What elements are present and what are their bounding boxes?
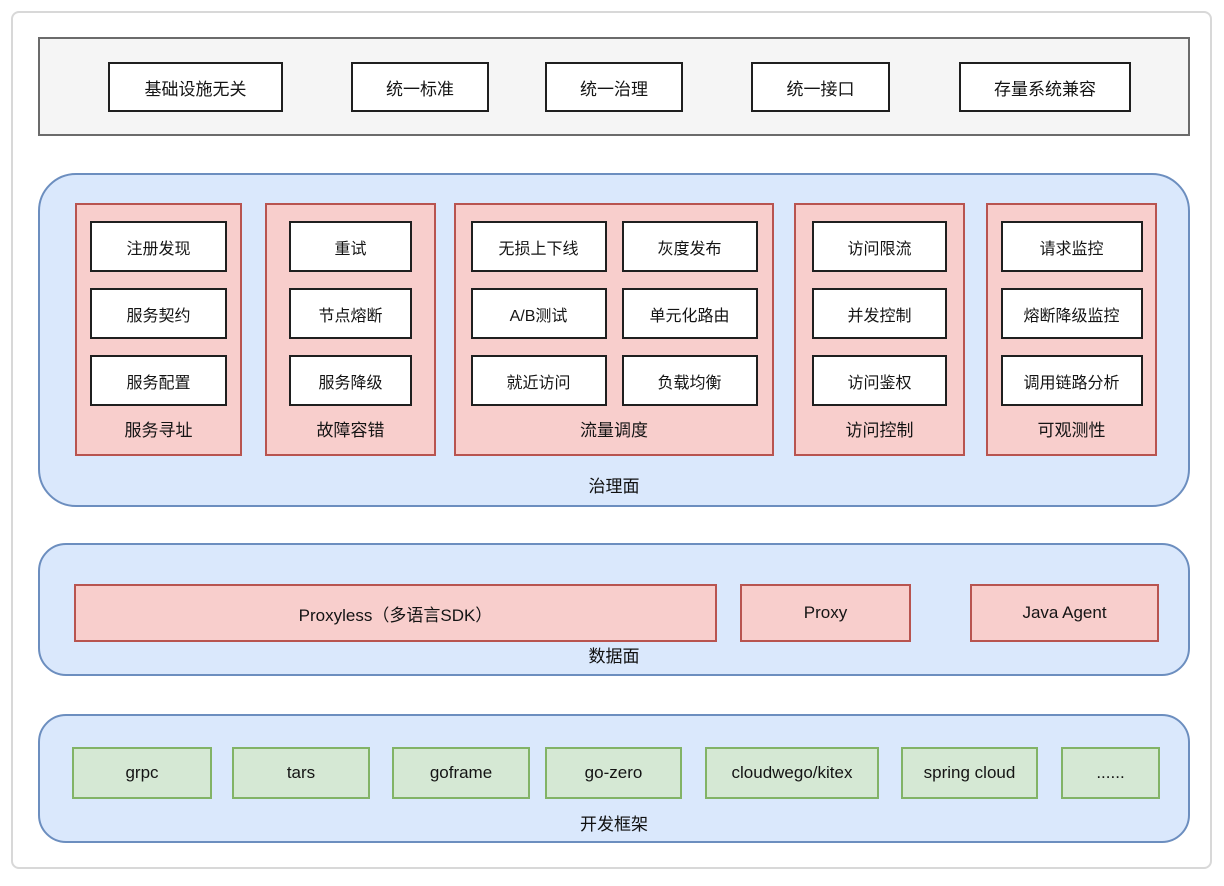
frameworks-layer: grpc tars goframe go-zero cloudwego/kite… <box>38 714 1190 843</box>
data-plane-layer-label: 数据面 <box>588 647 640 666</box>
panel-items: 注册发现 服务契约 服务配置 <box>90 221 227 406</box>
principles-bar: 基础设施无关 统一标准 统一治理 统一接口 存量系统兼容 <box>38 37 1190 136</box>
capability-box: 节点熔断 <box>289 288 412 339</box>
panel-label: 服务寻址 <box>124 421 193 440</box>
capability-box: 服务降级 <box>289 355 412 406</box>
frameworks-layer-label: 开发框架 <box>580 815 648 834</box>
panel-traffic-scheduling: 无损上下线 灰度发布 A/B测试 单元化路由 就近访问 负载均衡 流量调度 <box>454 203 774 456</box>
capability-box: 熔断降级监控 <box>1000 288 1143 339</box>
panel-items: 请求监控 熔断降级监控 调用链路分析 <box>1000 221 1143 406</box>
principle-box-unified-governance: 统一治理 <box>545 62 683 112</box>
capability-box: 服务契约 <box>90 288 227 339</box>
framework-box-spring-cloud: spring cloud <box>901 747 1038 799</box>
capability-box: 无损上下线 <box>470 221 607 272</box>
proxyless-box: Proxyless（多语言SDK） <box>74 584 717 642</box>
capability-box: 访问鉴权 <box>812 355 947 406</box>
principle-box-infra-agnostic: 基础设施无关 <box>108 62 283 112</box>
capability-box: 调用链路分析 <box>1000 355 1143 406</box>
framework-box-goframe: goframe <box>392 747 530 799</box>
panel-label: 流量调度 <box>580 421 648 440</box>
principle-box-unified-interface: 统一接口 <box>751 62 890 112</box>
capability-box: 单元化路由 <box>621 288 758 339</box>
panel-items: 无损上下线 灰度发布 A/B测试 单元化路由 就近访问 负载均衡 <box>470 221 758 406</box>
capability-box: 负载均衡 <box>621 355 758 406</box>
framework-box-grpc: grpc <box>72 747 212 799</box>
data-plane-layer: Proxyless（多语言SDK） Proxy Java Agent 数据面 <box>38 543 1190 676</box>
panel-label: 可观测性 <box>1037 421 1106 440</box>
java-agent-box: Java Agent <box>970 584 1159 642</box>
panel-access-control: 访问限流 并发控制 访问鉴权 访问控制 <box>794 203 965 456</box>
capability-box: 重试 <box>289 221 412 272</box>
panel-observability: 请求监控 熔断降级监控 调用链路分析 可观测性 <box>986 203 1157 456</box>
framework-box-cloudwego-kitex: cloudwego/kitex <box>705 747 879 799</box>
panel-label: 故障容错 <box>316 421 385 440</box>
framework-box-go-zero: go-zero <box>545 747 682 799</box>
governance-layer-label: 治理面 <box>588 477 640 496</box>
capability-box: 请求监控 <box>1000 221 1143 272</box>
proxy-box: Proxy <box>740 584 911 642</box>
capability-box: 访问限流 <box>812 221 947 272</box>
panel-service-addressing: 注册发现 服务契约 服务配置 服务寻址 <box>75 203 242 456</box>
framework-box-tars: tars <box>232 747 370 799</box>
panel-fault-tolerance: 重试 节点熔断 服务降级 故障容错 <box>265 203 436 456</box>
principle-box-legacy-compat: 存量系统兼容 <box>959 62 1131 112</box>
governance-layer: 注册发现 服务契约 服务配置 服务寻址 重试 节点熔断 服务降级 故障容错 无损… <box>38 173 1190 507</box>
capability-box: 就近访问 <box>470 355 607 406</box>
capability-box: A/B测试 <box>470 288 607 339</box>
framework-box-more: ...... <box>1061 747 1160 799</box>
capability-box: 注册发现 <box>90 221 227 272</box>
capability-box: 服务配置 <box>90 355 227 406</box>
panel-items: 重试 节点熔断 服务降级 <box>289 221 412 406</box>
capability-box: 并发控制 <box>812 288 947 339</box>
capability-box: 灰度发布 <box>621 221 758 272</box>
principle-box-unified-standard: 统一标准 <box>351 62 489 112</box>
panel-items: 访问限流 并发控制 访问鉴权 <box>812 221 947 406</box>
panel-label: 访问控制 <box>845 421 914 440</box>
